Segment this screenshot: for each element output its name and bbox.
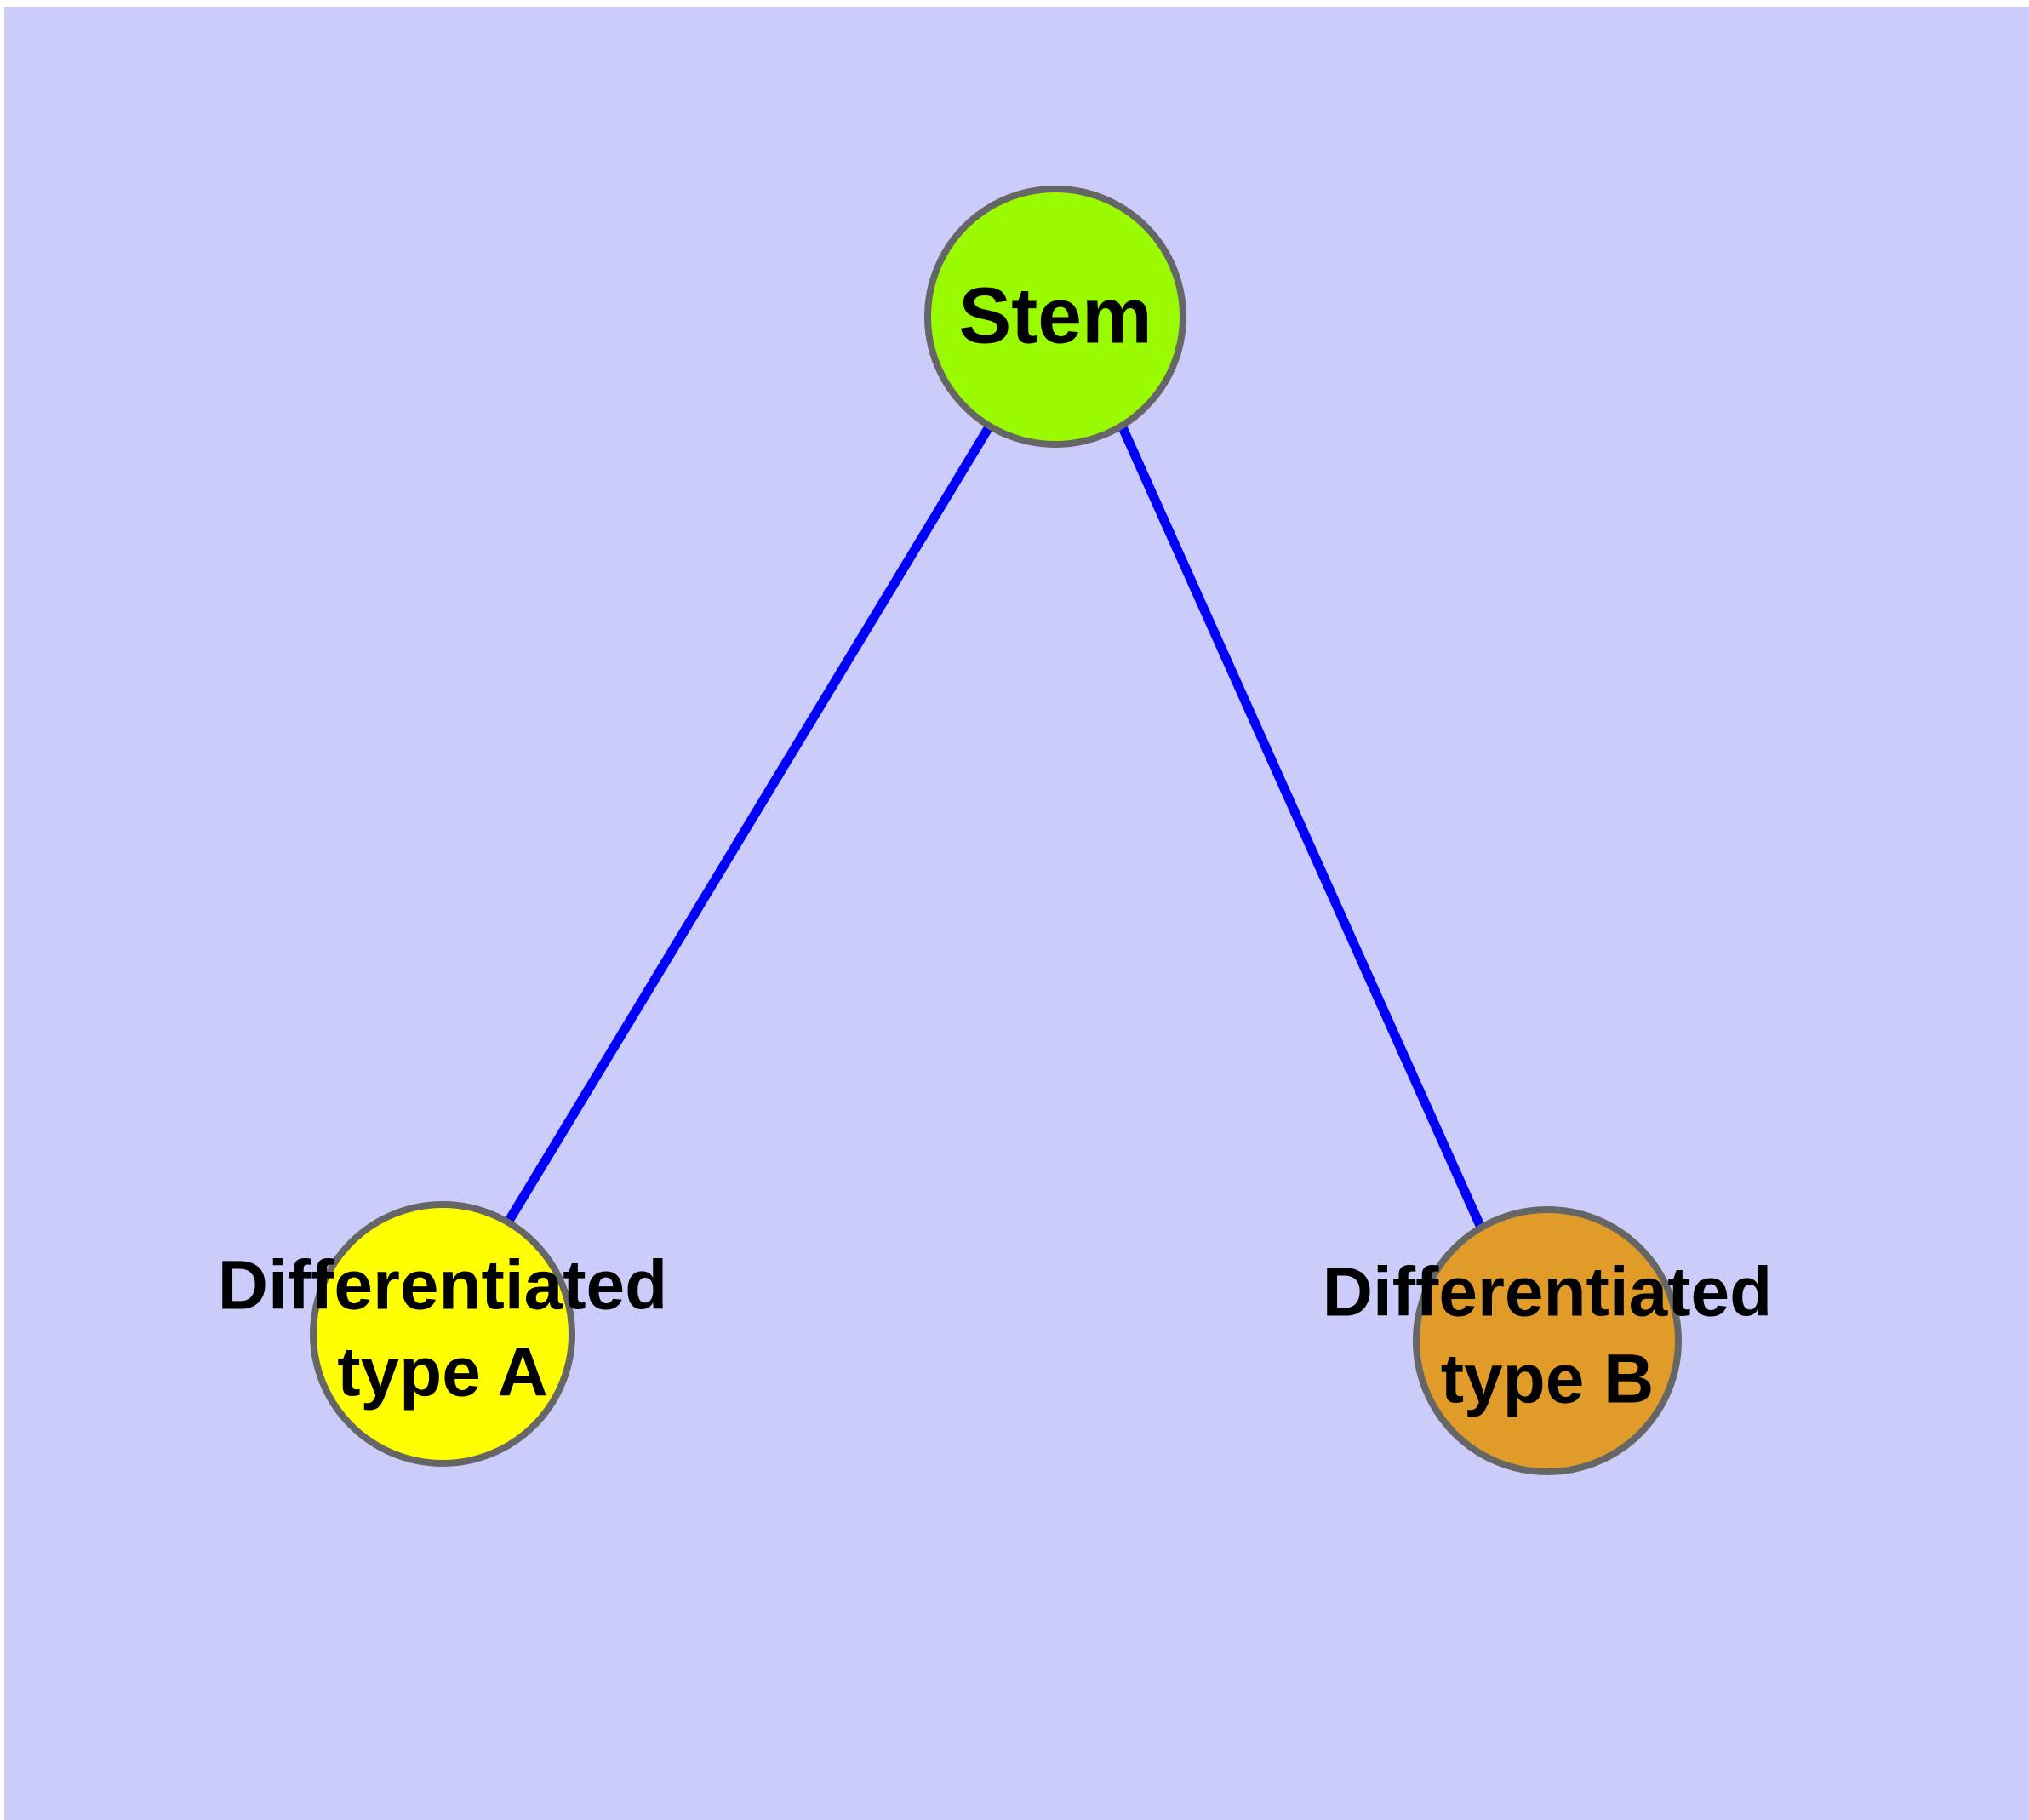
- node-diff-b-label-line2: type B: [1441, 1341, 1655, 1418]
- node-diff-a-label: Differentiated type A: [218, 1247, 668, 1411]
- edge-group: [505, 423, 1486, 1230]
- node-diff-b[interactable]: [1413, 1206, 1682, 1475]
- node-stem-label: Stem: [958, 272, 1152, 360]
- node-stem[interactable]: Stem: [924, 186, 1186, 448]
- node-diff-a-label-line1: Differentiated: [218, 1247, 668, 1325]
- edge-stem-to-diff-a[interactable]: [505, 423, 994, 1223]
- node-diff-a-circle[interactable]: [310, 1201, 575, 1467]
- node-diff-b-label: Differentiated type B: [1323, 1254, 1773, 1418]
- node-diff-b-label-line1: Differentiated: [1323, 1254, 1773, 1331]
- node-diff-a-label-line2: type A: [337, 1334, 548, 1411]
- node-diff-b-circle[interactable]: [1413, 1206, 1682, 1475]
- node-diff-a[interactable]: [310, 1201, 575, 1467]
- edge-stem-to-diff-b[interactable]: [1117, 423, 1486, 1230]
- node-stem-circle[interactable]: [924, 186, 1186, 448]
